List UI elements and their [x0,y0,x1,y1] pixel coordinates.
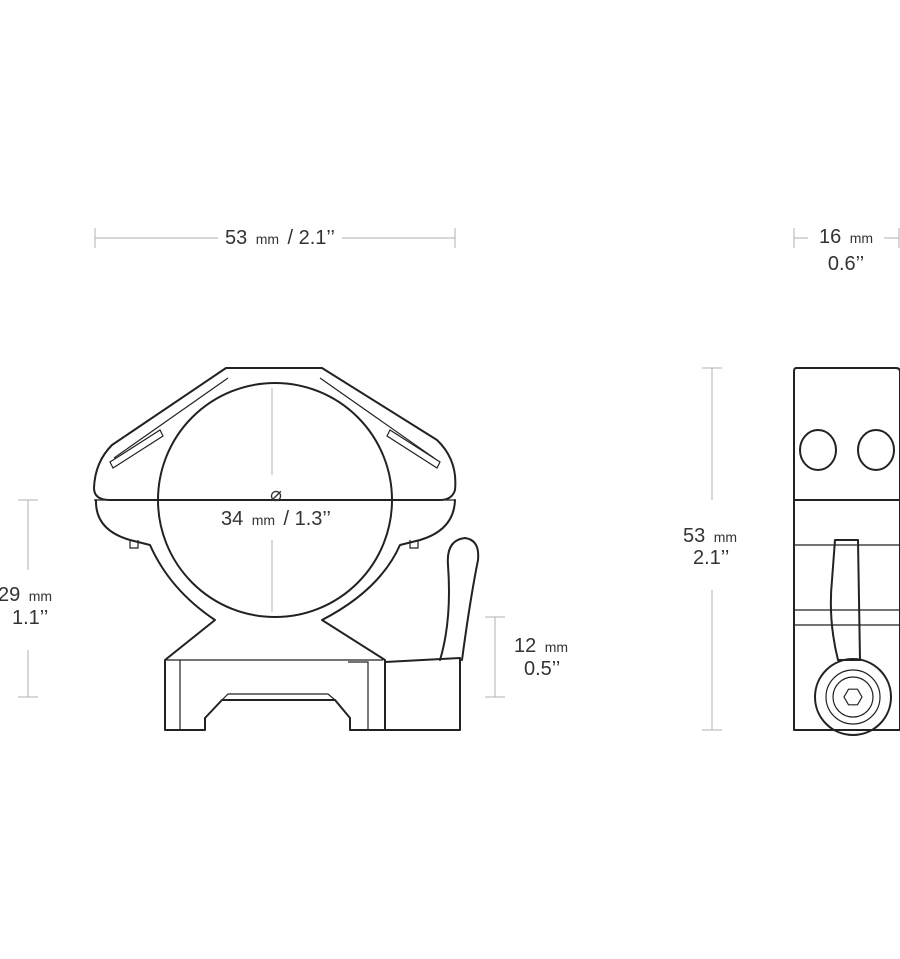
side-top-cap [793,367,900,501]
side-lever-arm [829,539,861,661]
lower-body-outline [94,499,456,731]
slot-right [386,429,441,469]
top-cap-inner-right [319,377,435,459]
width-side-imperial: 0.6’’ [828,253,864,275]
width-side-dimension: 16 mm 0.6’’ [793,226,900,275]
side-view [793,367,900,736]
center-height-dimension: 29 mm 1.1’’ [0,499,52,698]
total-height-imperial: 2.1’’ [693,547,729,569]
tube-diameter-symbol: ⌀ [270,484,282,506]
screw-hole-right [857,429,895,471]
tube-circle [157,382,393,618]
total-height-label: 53 mm [683,525,737,547]
hex-socket-icon [843,688,863,706]
width-side-label: 16 mm [819,226,873,248]
screw-hole-left [799,429,837,471]
lever-height-imperial: 0.5’’ [524,658,560,680]
center-height-label: 29 mm [0,584,52,606]
side-lower-body [793,499,900,731]
slot-left [109,429,164,469]
lever [439,537,480,661]
lever-height-dimension: 12 mm 0.5’’ [485,616,568,698]
tube-diameter-label: 34 mm / 1.3’’ [221,508,331,530]
center-height-imperial: 1.1’’ [12,607,48,629]
top-cap-inner-left [113,377,229,459]
clamp-block [384,657,461,731]
total-height-dimension: 53 mm 2.1’’ [683,367,737,731]
front-view: ⌀ 34 mm / 1.3’’ [93,367,480,731]
lever-height-label: 12 mm [514,635,568,657]
side-screw-outer [814,658,892,736]
width-front-dimension: 53 mm / 2.1’’ [94,227,456,249]
width-front-label: 53 mm / 2.1’’ [225,227,335,249]
